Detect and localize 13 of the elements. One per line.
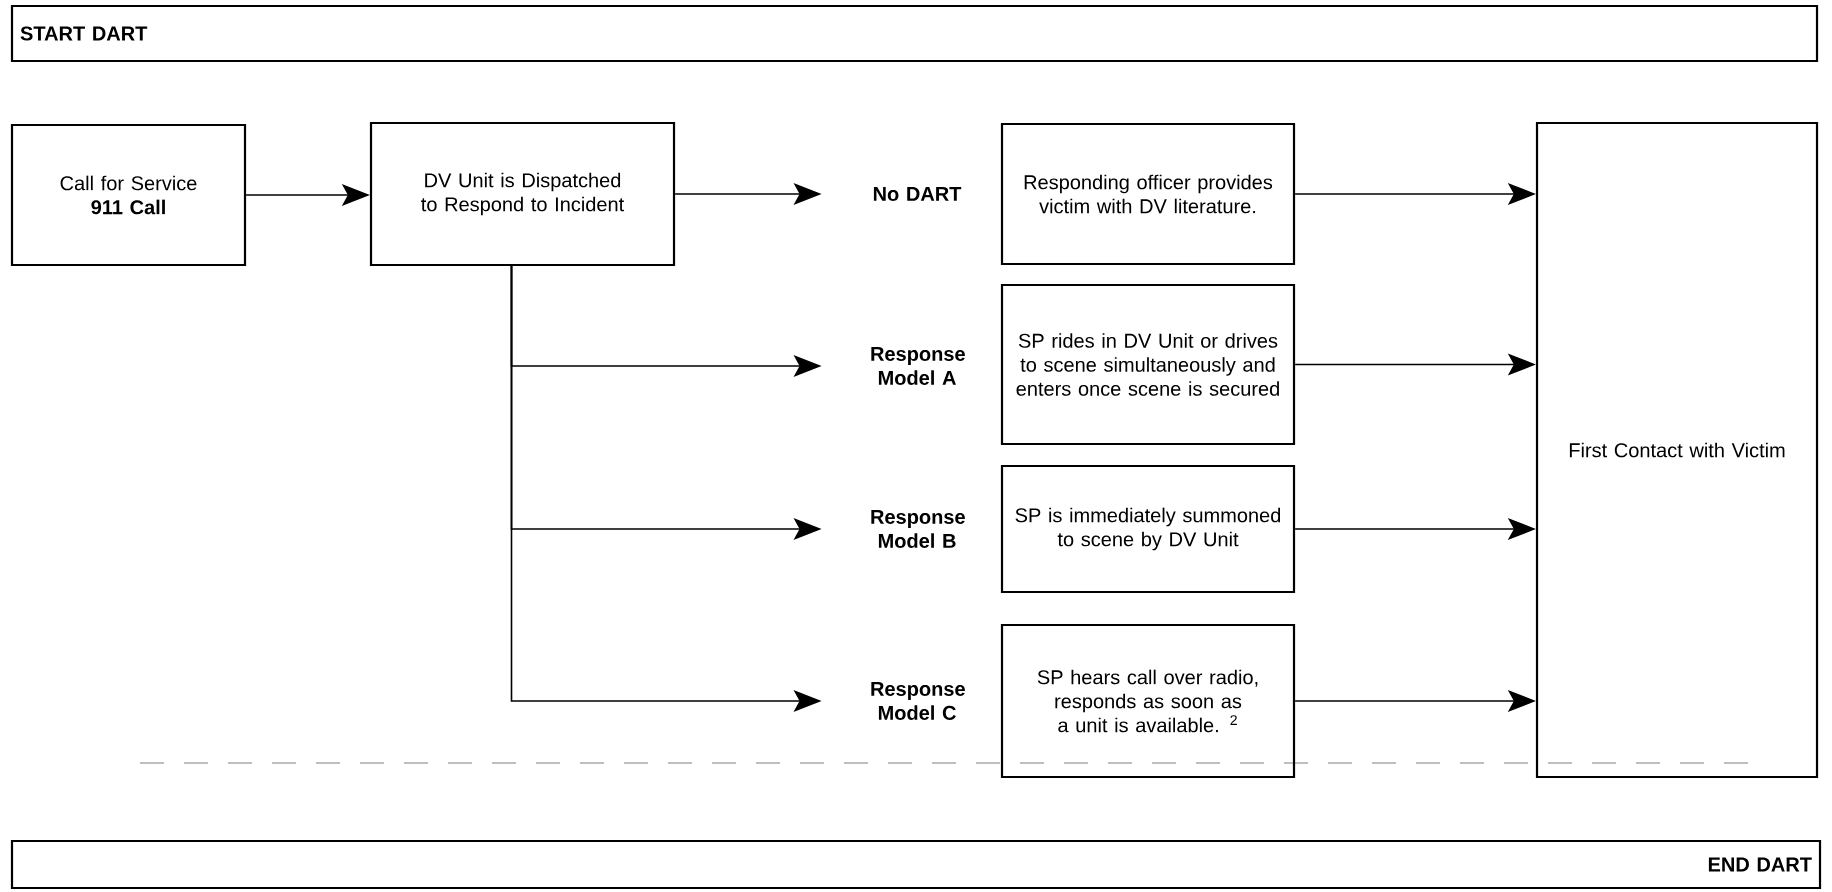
banner-box: END DART	[10, 839, 1822, 890]
process-box: Responding officer provides victim with DV literature.	[1000, 122, 1296, 266]
branch-label: No DART	[873, 187, 962, 201]
branch-label: Response Model C	[871, 682, 965, 720]
branch-label: Response Model A	[871, 347, 965, 385]
process-box: DV Unit is Dispatched to Respond to Incident	[369, 121, 676, 267]
banner-box: START DART	[10, 4, 1819, 63]
process-box: SP hears call over radio, responds as soon as a unit is available. $^{2}$	[1000, 623, 1296, 779]
process-box: Call for Service 911 Call	[10, 123, 247, 267]
process-box: First Contact with Victim	[1535, 121, 1819, 779]
process-box: SP rides in DV Unit or drives to scene simultaneously and enters once scene is secured	[1000, 283, 1296, 446]
branch-label: Response Model B	[871, 510, 965, 548]
process-box: SP is immediately summoned to scene by DV Unit	[1000, 464, 1296, 594]
